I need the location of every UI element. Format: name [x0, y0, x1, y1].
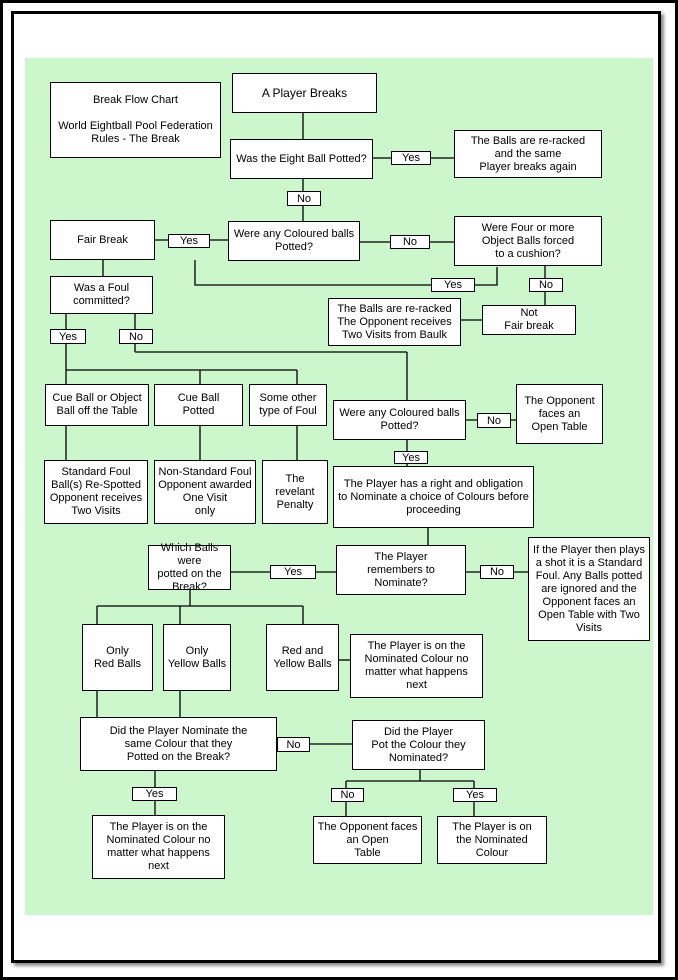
edge-label-remembers-no: No — [480, 565, 514, 579]
edge-label-eight-no: No — [287, 191, 321, 206]
edge-label-coloured2-no: No — [477, 413, 511, 428]
edge-label-same-yes: Yes — [132, 787, 177, 801]
edge-label-pot-yes: Yes — [453, 788, 497, 802]
edge-label-cushion-yes: Yes — [431, 278, 475, 292]
decision-eight-potted: Was the Eight Ball Potted? — [230, 139, 373, 179]
edge-label-coloured2-yes: Yes — [394, 451, 428, 464]
node-on-nominated-1: The Player is on the Nominated Colour no… — [350, 634, 483, 698]
decision-four-cushion: Were Four or more Object Balls forced to… — [454, 216, 602, 266]
edge-label-which-yes: Yes — [270, 565, 316, 579]
edge-label-coloured1-yes: Yes — [168, 234, 210, 248]
edge-label-same-no: No — [277, 737, 310, 752]
node-standard-foul-shot: If the Player then plays a shot it is a … — [528, 537, 650, 641]
node-only-yellow: Only Yellow Balls — [163, 624, 231, 691]
edge-label-cushion-no: No — [529, 278, 563, 292]
node-standard-foul: Standard Foul Ball(s) Re-Spotted Opponen… — [44, 460, 148, 524]
node-cue-potted: Cue Ball Potted — [154, 384, 243, 426]
decision-pot-colour: Did the Player Pot the Colour they Nomin… — [352, 720, 485, 770]
edge-label-eight-yes: Yes — [391, 151, 431, 165]
node-rerack-opponent: The Balls are re-racked The Opponent rec… — [328, 298, 461, 346]
node-open-table-1: The Opponent faces an Open Table — [516, 384, 603, 444]
node-red-yellow: Red and Yellow Balls — [266, 624, 339, 691]
edge-label-foul-yes: Yes — [50, 329, 86, 344]
start-node: A Player Breaks — [232, 73, 377, 113]
edge-label-pot-no: No — [331, 788, 364, 802]
node-rerack-same: The Balls are re-racked and the same Pla… — [454, 130, 602, 178]
decision-foul-committed: Was a Foul committed? — [50, 276, 153, 314]
node-open-table-2: The Opponent faces an Open Table — [313, 816, 422, 864]
edge-label-foul-no: No — [119, 329, 153, 344]
decision-which-balls: Which Balls were potted on the Break? — [148, 542, 231, 593]
title-box: Break Flow Chart World Eightball Pool Fe… — [50, 82, 221, 158]
node-other-foul: Some other type of Foul — [249, 384, 327, 426]
node-nominate-obligation: The Player has a right and obligation to… — [333, 466, 534, 528]
node-non-standard-foul: Non-Standard Foul Opponent awarded One V… — [154, 460, 256, 524]
decision-coloured-potted-1: Were any Coloured balls Potted? — [228, 221, 360, 261]
node-relevant-penalty: The revelant Penalty — [262, 460, 328, 524]
decision-coloured-potted-2: Were any Coloured balls Potted? — [333, 400, 466, 440]
node-on-nominated-2: The Player is on the Nominated Colour no… — [92, 815, 225, 879]
node-cue-object-off: Cue Ball or Object Ball off the Table — [45, 384, 149, 426]
edge-label-coloured1-no: No — [390, 235, 430, 249]
node-fair-break: Fair Break — [50, 220, 155, 260]
node-only-red: Only Red Balls — [82, 624, 153, 691]
node-not-fair-break: Not Fair break — [482, 305, 576, 335]
decision-same-colour: Did the Player Nominate the same Colour … — [80, 717, 277, 771]
node-on-nominated-3: The Player is on the Nominated Colour — [437, 816, 547, 864]
decision-remembers: The Player remembers to Nominate? — [336, 545, 466, 595]
